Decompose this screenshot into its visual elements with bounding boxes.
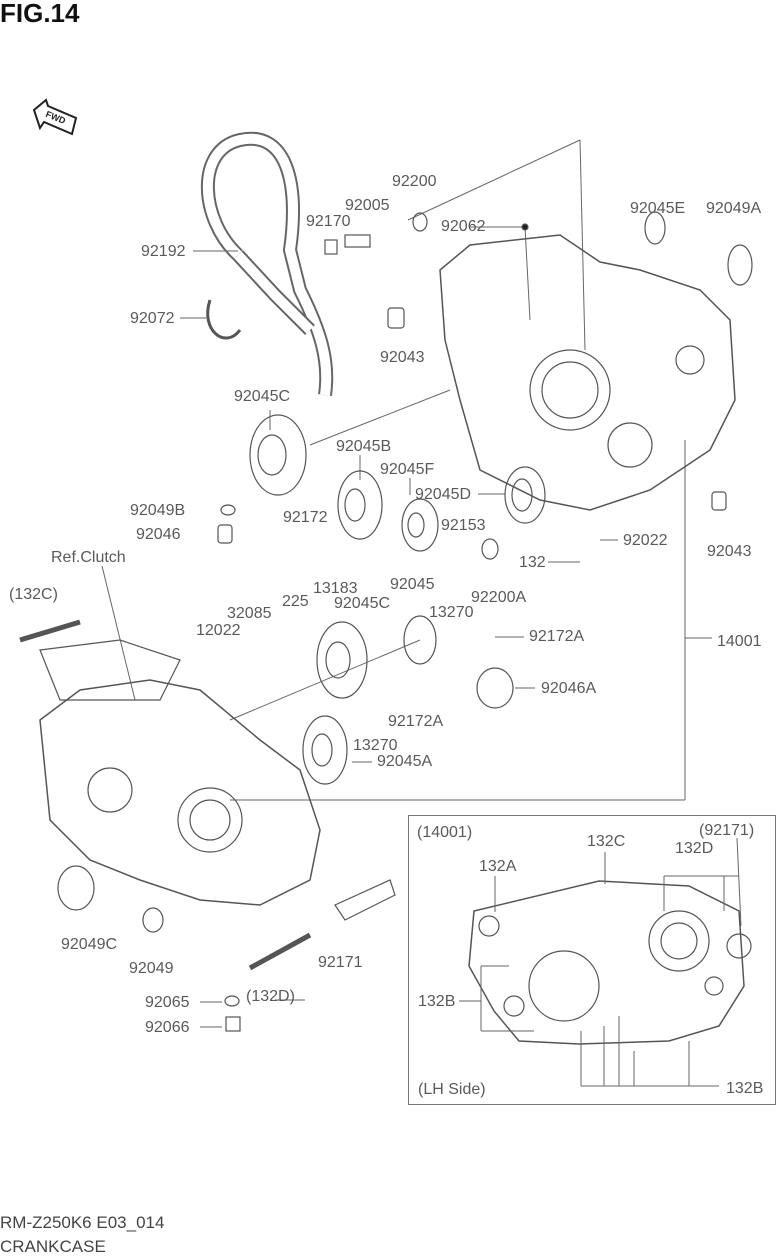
clamp-drawing <box>206 299 242 340</box>
part-label: 92200 <box>392 173 437 190</box>
part-label: 92043 <box>380 349 425 366</box>
part-label: 92192 <box>141 243 186 260</box>
part-label: 13183 <box>313 580 358 597</box>
bearings-drawing <box>57 211 753 933</box>
part-label: 92045D <box>415 486 472 503</box>
part-label: 32085 <box>227 605 272 622</box>
part-label: 12022 <box>196 622 241 639</box>
part-label: 92046 <box>136 526 181 543</box>
part-label: 92172 <box>283 509 328 526</box>
inset-crankcase-drawing <box>459 837 752 1087</box>
inset-title: (14001) <box>417 824 473 841</box>
inset-side-label: (LH Side) <box>418 1081 486 1098</box>
inset-part-label: 132C <box>587 833 626 850</box>
hose-drawing <box>200 131 334 396</box>
part-label: 92200A <box>471 589 527 606</box>
part-label: 92066 <box>145 1019 190 1036</box>
part-label: 92045E <box>630 200 686 217</box>
part-label: 92049 <box>129 960 174 977</box>
part-label: 92045A <box>377 753 433 770</box>
part-label: 92045F <box>380 461 435 478</box>
part-label: 92065 <box>145 994 190 1011</box>
part-label: 92046A <box>541 680 597 697</box>
part-label: 92045B <box>336 438 392 455</box>
inset-part-label: 132B <box>726 1080 764 1097</box>
part-label: 92170 <box>306 213 351 230</box>
inset-part-label: 132B <box>418 993 456 1010</box>
rh-crankcase-drawing <box>439 234 736 511</box>
fwd-arrow-icon <box>32 98 78 136</box>
part-label: 92005 <box>345 197 390 214</box>
part-label: (132D) <box>246 988 295 1005</box>
part-label: 92153 <box>441 517 486 534</box>
part-label: 13270 <box>353 737 398 754</box>
part-label: 92172A <box>529 628 585 645</box>
part-label: 92045C <box>334 595 391 612</box>
section-name: CRANKCASE <box>0 1237 106 1256</box>
lh-crankcase-drawing <box>39 679 321 906</box>
part-label: 92172A <box>388 713 444 730</box>
part-label: 92171 <box>318 954 363 971</box>
part-label: 92045C <box>234 388 291 405</box>
part-label: 92049C <box>61 936 118 953</box>
part-label: 92049B <box>130 502 186 519</box>
part-label: 92043 <box>707 543 752 560</box>
inset-part-label: (92171) <box>699 822 755 839</box>
part-label: 92049A <box>706 200 762 217</box>
part-label: 225 <box>282 593 309 610</box>
model-code: RM-Z250K6 E03_014 <box>0 1213 165 1232</box>
part-label: 92062 <box>441 218 486 235</box>
part-label: 92022 <box>623 532 668 549</box>
part-label: 13270 <box>429 604 474 621</box>
part-label: 92045 <box>390 576 435 593</box>
part-label: 132 <box>519 554 546 571</box>
inset-part-label: 132D <box>675 840 714 857</box>
part-label: 14001 <box>717 633 762 650</box>
ref-clutch-label: Ref.Clutch <box>51 549 126 566</box>
part-label: (132C) <box>9 586 58 603</box>
figure-title: FIG.14 <box>0 0 80 28</box>
inset-lh-side-panel: (14001) 132C (92171) 132D 132A 132B 132B… <box>408 815 776 1105</box>
inset-part-label: 132A <box>479 858 517 875</box>
part-label: 92072 <box>130 310 175 327</box>
